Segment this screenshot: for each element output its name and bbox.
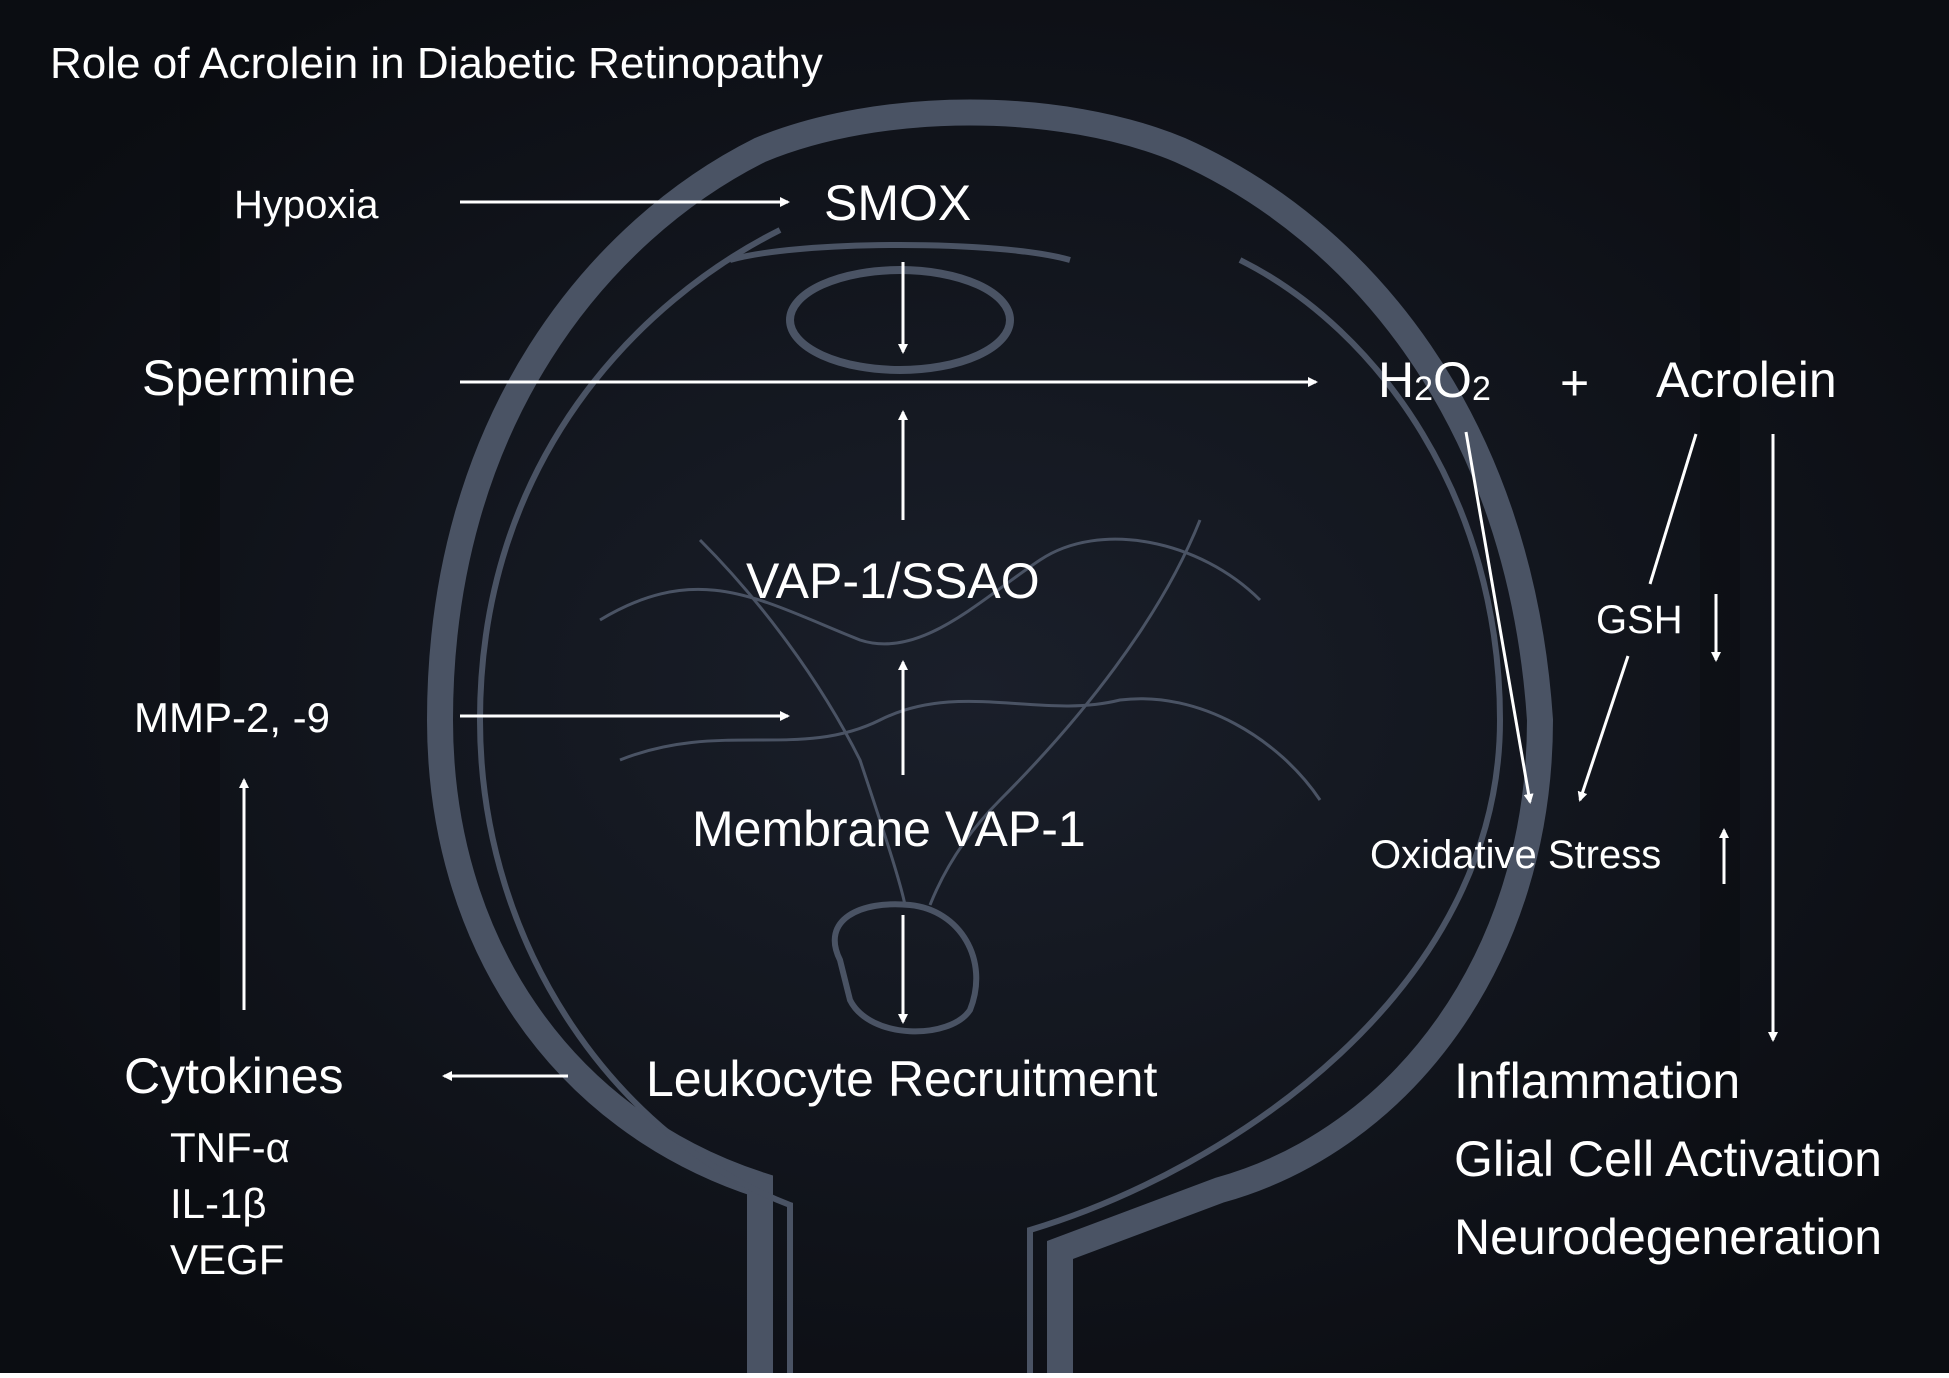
bottom-border bbox=[0, 1373, 1949, 1378]
eye-illustration bbox=[426, 99, 1554, 1373]
h2o2-o: O bbox=[1433, 352, 1472, 408]
node-hypoxia: Hypoxia bbox=[234, 183, 379, 227]
node-plus: + bbox=[1560, 355, 1589, 411]
outcome-item: Glial Cell Activation bbox=[1454, 1131, 1882, 1187]
node-vap1-ssao: VAP-1/SSAO bbox=[746, 553, 1040, 609]
node-h2o2: H2O2 bbox=[1378, 352, 1491, 408]
outcome-item: Inflammation bbox=[1454, 1053, 1740, 1109]
h2o2-h: H bbox=[1378, 352, 1414, 408]
vertical-band-right bbox=[1700, 0, 1740, 1373]
lens-shape bbox=[786, 266, 1014, 374]
line-acrolein-to-gsh bbox=[1648, 433, 1698, 585]
node-mmp: MMP-2, -9 bbox=[134, 694, 330, 741]
cytokine-item: VEGF bbox=[170, 1236, 284, 1283]
vertical-band-left bbox=[180, 0, 220, 1373]
cytokine-item: TNF-α bbox=[170, 1124, 290, 1171]
cytokine-item: IL-1β bbox=[170, 1180, 267, 1227]
outcome-item: Neurodegeneration bbox=[1454, 1209, 1882, 1265]
node-membrane-vap1: Membrane VAP-1 bbox=[692, 801, 1086, 857]
arrow-gsh-to-oxidative-stress bbox=[1577, 655, 1630, 802]
node-acrolein: Acrolein bbox=[1656, 352, 1837, 408]
node-spermine: Spermine bbox=[142, 350, 356, 406]
node-oxidative-stress: Oxidative Stress bbox=[1370, 833, 1661, 877]
node-cytokines: Cytokines bbox=[124, 1048, 344, 1104]
node-gsh: GSH bbox=[1596, 598, 1683, 642]
h2o2-sub2: 2 bbox=[1472, 370, 1491, 408]
arrow-h2o2-to-oxidative-stress bbox=[1464, 431, 1534, 804]
diagram-title: Role of Acrolein in Diabetic Retinopathy bbox=[50, 39, 823, 88]
h2o2-sub1: 2 bbox=[1414, 370, 1433, 408]
node-leukocyte-recruitment: Leukocyte Recruitment bbox=[646, 1051, 1157, 1107]
node-smox: SMOX bbox=[824, 175, 971, 231]
